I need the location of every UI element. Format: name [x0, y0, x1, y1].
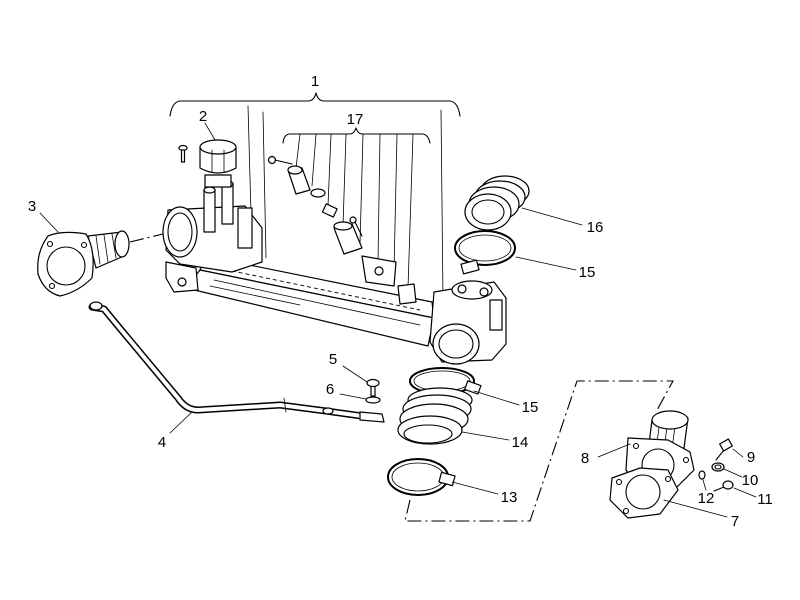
- assembly-bracket-1: [169, 92, 461, 117]
- part-4-stay-rod: [88, 301, 385, 423]
- callout-label: 7: [731, 513, 739, 530]
- assembly-axis-line: [129, 233, 164, 243]
- callout-label: 12: [698, 490, 715, 507]
- part-17-terminal: [397, 283, 417, 305]
- callout-label: 3: [28, 198, 36, 215]
- callout-label: 4: [158, 434, 166, 451]
- callout-label: 14: [512, 434, 529, 451]
- part-15-clamp-lower: [409, 367, 482, 395]
- part-5-bolt: [366, 378, 380, 397]
- part-17-clip: [321, 203, 338, 218]
- callout-label: 15: [522, 399, 539, 416]
- part-6-washer: [365, 396, 381, 404]
- throttle-body-right: [429, 280, 507, 365]
- part-17-connector: [333, 221, 363, 255]
- part-2-cap: [178, 139, 237, 188]
- part-3-intake-adapter: [37, 230, 130, 297]
- part-12-washer: [698, 470, 706, 480]
- part-17-plate: [361, 255, 397, 287]
- callout-label: 10: [742, 472, 759, 489]
- part-7-flange: [609, 467, 679, 519]
- callout-labels: 1 2 17 3 16 15 5 6 15 4 14 8 9 10 13 12 …: [28, 73, 773, 530]
- part-11-bolt: [713, 480, 734, 492]
- callout-label: 1: [311, 73, 319, 90]
- part-17-sensor: [287, 165, 311, 195]
- kit-bracket-17: [282, 127, 431, 289]
- part-2-screw: [178, 144, 188, 163]
- part-9-bolt: [715, 438, 733, 461]
- callout-label: 9: [747, 449, 755, 466]
- variant-boundary: [404, 380, 674, 522]
- callout-label: 17: [347, 111, 364, 128]
- callout-label: 6: [326, 381, 334, 398]
- callout-label: 8: [581, 450, 589, 467]
- part-17-bolt: [267, 155, 293, 165]
- part-17-screw: [349, 216, 363, 237]
- part-13-clamp: [387, 458, 456, 496]
- part-10-washer: [711, 462, 725, 472]
- part-14-boot: [397, 387, 473, 445]
- throttle-body-left: [162, 180, 263, 293]
- callout-label: 11: [757, 491, 773, 508]
- part-17-kit: [267, 155, 417, 305]
- callout-label: 5: [329, 351, 337, 368]
- leader-lines: [39, 122, 757, 518]
- callout-label: 13: [501, 489, 518, 506]
- callout-label: 2: [199, 108, 207, 125]
- part-15-clamp-upper: [454, 230, 516, 275]
- part-16-boot: [464, 175, 530, 231]
- part-17-o-ring: [310, 188, 326, 198]
- callout-label: 15: [579, 264, 596, 281]
- callout-label: 16: [587, 219, 604, 236]
